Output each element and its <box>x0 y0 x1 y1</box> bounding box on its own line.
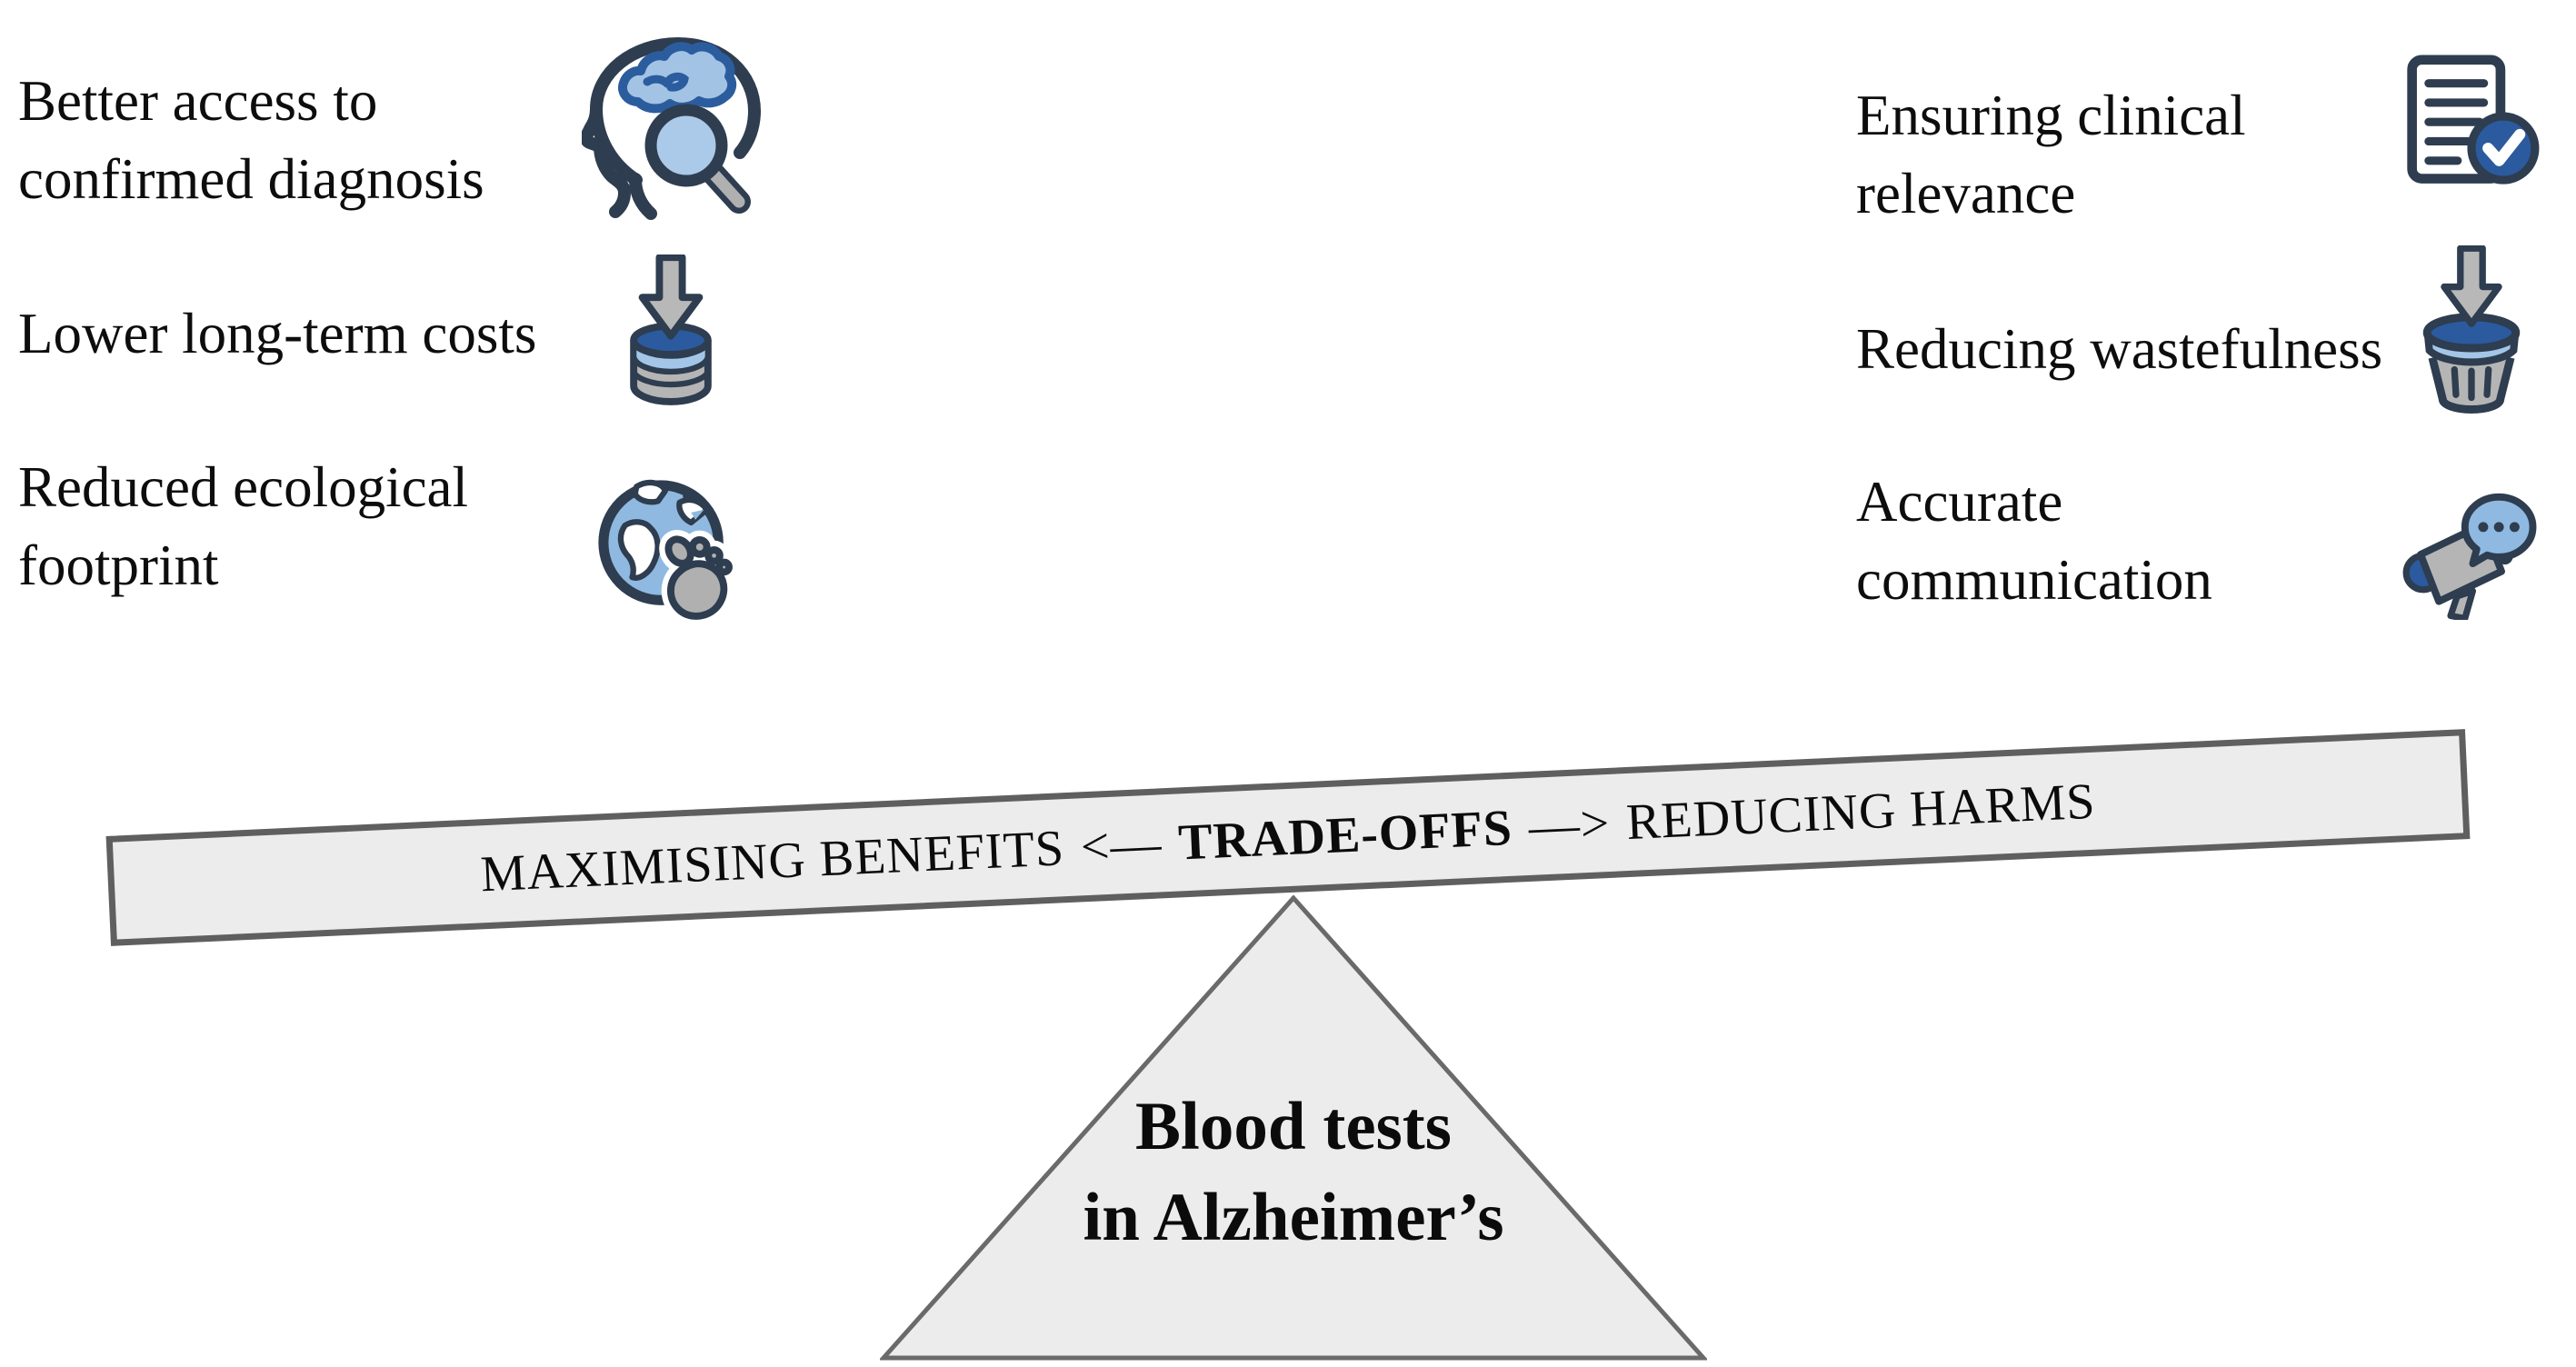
benefit-item-access: Better access to confirmed diagnosis <box>18 62 484 218</box>
benefit-item-ecology: Reduced ecological footprint <box>18 448 468 604</box>
fulcrum-label-line: Blood tests <box>1135 1089 1452 1164</box>
plank-left-label: MAXIMISING BENEFITS <box>479 819 1066 903</box>
harm-label: communication <box>1856 548 2212 612</box>
cost-reduction-icon <box>621 254 721 412</box>
fulcrum-label: Blood tests in Alzheimer’s <box>880 1082 1707 1263</box>
harm-item-waste: Reducing wastefulness <box>1856 310 2382 388</box>
clinical-relevance-icon <box>2402 53 2541 198</box>
plank-left-arrow: <— <box>1079 814 1163 875</box>
fulcrum-triangle <box>878 894 1709 1361</box>
harm-label: Reducing wastefulness <box>1856 317 2383 381</box>
fulcrum-label-line: in Alzheimer’s <box>1083 1180 1504 1255</box>
benefit-label: Lower long-term costs <box>18 302 537 365</box>
benefit-label: confirmed diagnosis <box>18 147 484 211</box>
harm-label: relevance <box>1856 162 2076 225</box>
harm-label: Ensuring clinical <box>1856 84 2246 147</box>
plank-right-arrow: —> <box>1527 794 1612 855</box>
benefit-item-costs: Lower long-term costs <box>18 294 536 373</box>
eco-footprint-icon <box>596 471 740 629</box>
waste-reduction-icon <box>2416 245 2527 415</box>
communication-icon <box>2400 489 2543 620</box>
brain-search-icon <box>582 35 782 220</box>
plank-right-label: REDUCING HARMS <box>1624 773 2097 851</box>
harm-label: Accurate <box>1856 470 2063 534</box>
harm-item-communication: Accurate communication <box>1856 463 2212 619</box>
benefit-label: footprint <box>18 534 219 597</box>
benefit-label: Reduced ecological <box>18 455 469 519</box>
plank-center-label: TRADE-OFFS <box>1176 799 1514 871</box>
harm-item-relevance: Ensuring clinical relevance <box>1856 76 2246 233</box>
benefit-label: Better access to <box>18 69 378 133</box>
